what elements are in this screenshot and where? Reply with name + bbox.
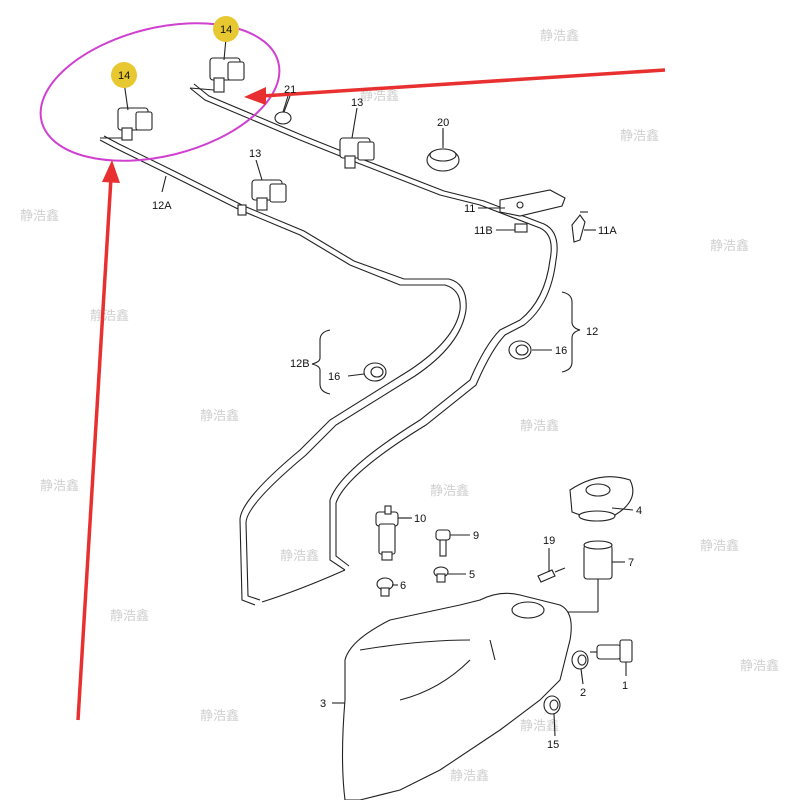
leader-lines	[123, 37, 634, 737]
group-bracket-12	[561, 291, 581, 373]
callout-12b: 12B	[290, 358, 310, 370]
callout-14: 14	[220, 24, 232, 36]
callout-13: 13	[351, 97, 363, 109]
washer-nozzle-icon	[189, 57, 245, 93]
watermark-text: 静浩鑫	[710, 238, 749, 254]
watermark-text: 静浩鑫	[360, 88, 399, 104]
callout-4: 4	[636, 505, 642, 517]
watermark-text: 静浩鑫	[520, 418, 559, 434]
watermark-text: 静浩鑫	[430, 483, 469, 499]
watermark-text: 静浩鑫	[450, 768, 489, 784]
callout-11a: 11A	[598, 225, 617, 237]
grommet-6	[376, 577, 394, 597]
grommet-2	[571, 650, 589, 670]
washer-nozzle-icon	[100, 107, 153, 141]
callout-5: 5	[469, 569, 475, 581]
filler-cap-icon	[569, 476, 634, 522]
pump-1	[590, 639, 633, 663]
washer-nozzle-top	[100, 57, 245, 141]
callout-11b: 11B	[474, 225, 493, 237]
watermark-text: 静浩鑫	[90, 308, 129, 324]
grommet-15	[543, 695, 561, 715]
callout-13: 13	[249, 148, 261, 160]
watermark-text: 静浩鑫	[40, 478, 79, 494]
group-bracket-12b	[311, 329, 331, 395]
callout-20: 20	[437, 117, 449, 129]
highlight-ellipse	[39, 22, 281, 162]
callout-16: 16	[555, 345, 567, 357]
callout-14: 14	[118, 70, 130, 82]
washer-nozzle-icon	[237, 179, 287, 216]
bolt-19	[537, 567, 566, 583]
callout-7: 7	[628, 557, 634, 569]
callout-12: 12	[586, 326, 598, 338]
callout-15: 15	[547, 739, 559, 751]
watermark-text: 静浩鑫	[200, 708, 239, 724]
watermark-text: 静浩鑫	[280, 548, 319, 564]
plug-9	[435, 529, 451, 557]
callout-3: 3	[320, 698, 326, 710]
annotation-arrows	[76, 68, 666, 721]
grommet-5	[433, 566, 449, 583]
watermark-text: 静浩鑫	[620, 128, 659, 144]
washer-pump-icon	[375, 505, 410, 561]
washer-nozzle-icon	[339, 137, 375, 169]
callout-19: 19	[543, 535, 555, 547]
callout-1: 1	[622, 680, 628, 692]
callout-2: 2	[580, 687, 586, 699]
callout-9: 9	[473, 530, 479, 542]
watermark-text: 静浩鑫	[20, 208, 59, 224]
washer-reservoir-icon	[341, 592, 572, 800]
watermark-text: 静浩鑫	[200, 408, 239, 424]
clip-21	[274, 95, 292, 125]
callout-16: 16	[328, 371, 340, 383]
callout-12a: 12A	[152, 200, 172, 212]
callout-21: 21	[284, 84, 296, 96]
callout-6: 6	[400, 580, 406, 592]
washer-nozzle-mid	[237, 137, 375, 216]
watermark-text: 静浩鑫	[520, 718, 559, 734]
callout-10: 10	[414, 513, 426, 525]
watermark-text: 静浩鑫	[110, 608, 149, 624]
hose-lines	[99, 83, 558, 606]
watermark-text: 静浩鑫	[540, 28, 579, 44]
watermark-text: 静浩鑫	[740, 658, 779, 674]
callout-11: 11	[464, 203, 475, 215]
grommet-16a	[508, 340, 532, 360]
grommet-16b	[363, 362, 387, 382]
highlight-badge	[111, 16, 239, 88]
level-sensor-icon	[540, 540, 613, 613]
watermark-text: 静浩鑫	[700, 538, 739, 554]
callout-labels: 14 14 21 13 13 20 11 11B 11A 12A 12 12B …	[118, 24, 642, 751]
bracket-icon	[499, 189, 588, 243]
